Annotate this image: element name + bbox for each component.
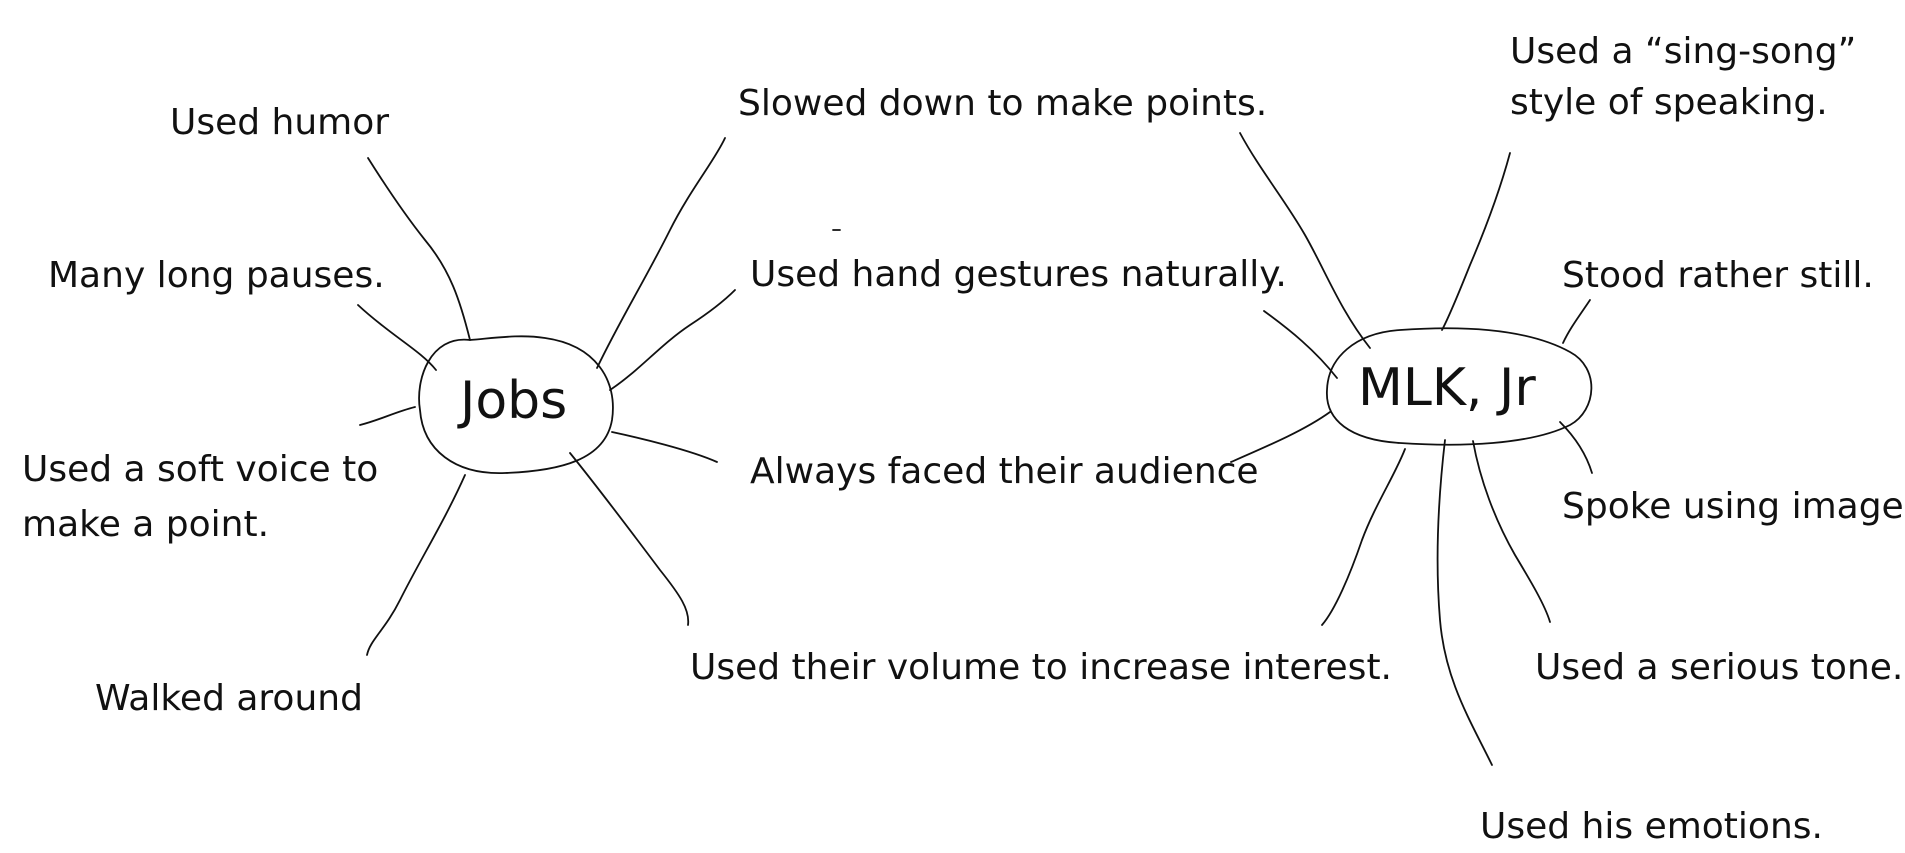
connector-mlk-faced [1230, 411, 1331, 463]
connector-jobs-walked [366, 474, 466, 656]
jobs-bubble [418, 335, 614, 474]
connector-jobs-faced [611, 431, 718, 463]
connector-jobs-softvoice [359, 406, 416, 426]
connector-jobs-humor [367, 157, 471, 341]
note-long-pauses: Many long pauses. [48, 255, 385, 296]
mlk-bubble [1326, 327, 1593, 446]
connector-mlk-still [1562, 299, 1591, 344]
note-sing-song-line2: style of speaking. [1510, 82, 1828, 123]
connector-mlk-slowed [1239, 132, 1371, 349]
note-faced-audience: Always faced their audience [750, 451, 1259, 492]
note-walked-around: Walked around [95, 678, 363, 719]
connector-mlk-serious [1472, 440, 1551, 623]
note-volume-interest: Used their volume to increase interest. [690, 647, 1392, 688]
note-slowed-down: Slowed down to make points. [738, 83, 1267, 124]
connector-mlk-imagery [1559, 421, 1593, 474]
connector-jobs-slowed [596, 137, 726, 369]
connector-mlk-volume [1321, 448, 1406, 626]
note-soft-voice-line2: make a point. [22, 504, 269, 545]
note-soft-voice-line1: Used a soft voice to [22, 449, 378, 490]
note-his-emotions: Used his emotions. [1480, 806, 1823, 847]
note-hand-gestures: Used hand gestures naturally. [750, 254, 1287, 295]
connector-jobs-gestures [609, 289, 736, 391]
connector-mlk-emotions [1436, 439, 1493, 766]
note-spoke-imagery: Spoke using imagery [1562, 486, 1905, 527]
note-used-humor: Used humor [170, 102, 389, 143]
note-serious-tone: Used a serious tone. [1535, 647, 1903, 688]
connector-mlk-singsong [1441, 152, 1511, 331]
mlk-hub-label: MLK, Jr [1358, 358, 1536, 418]
jobs-hub-label: Jobs [457, 371, 567, 431]
note-sing-song-line1: Used a “sing-song” [1510, 31, 1856, 72]
note-stood-still: Stood rather still. [1562, 255, 1874, 296]
connector-mlk-gestures [1263, 310, 1338, 379]
connector-jobs-pauses [357, 304, 437, 371]
connector-jobs-volume [569, 452, 690, 626]
